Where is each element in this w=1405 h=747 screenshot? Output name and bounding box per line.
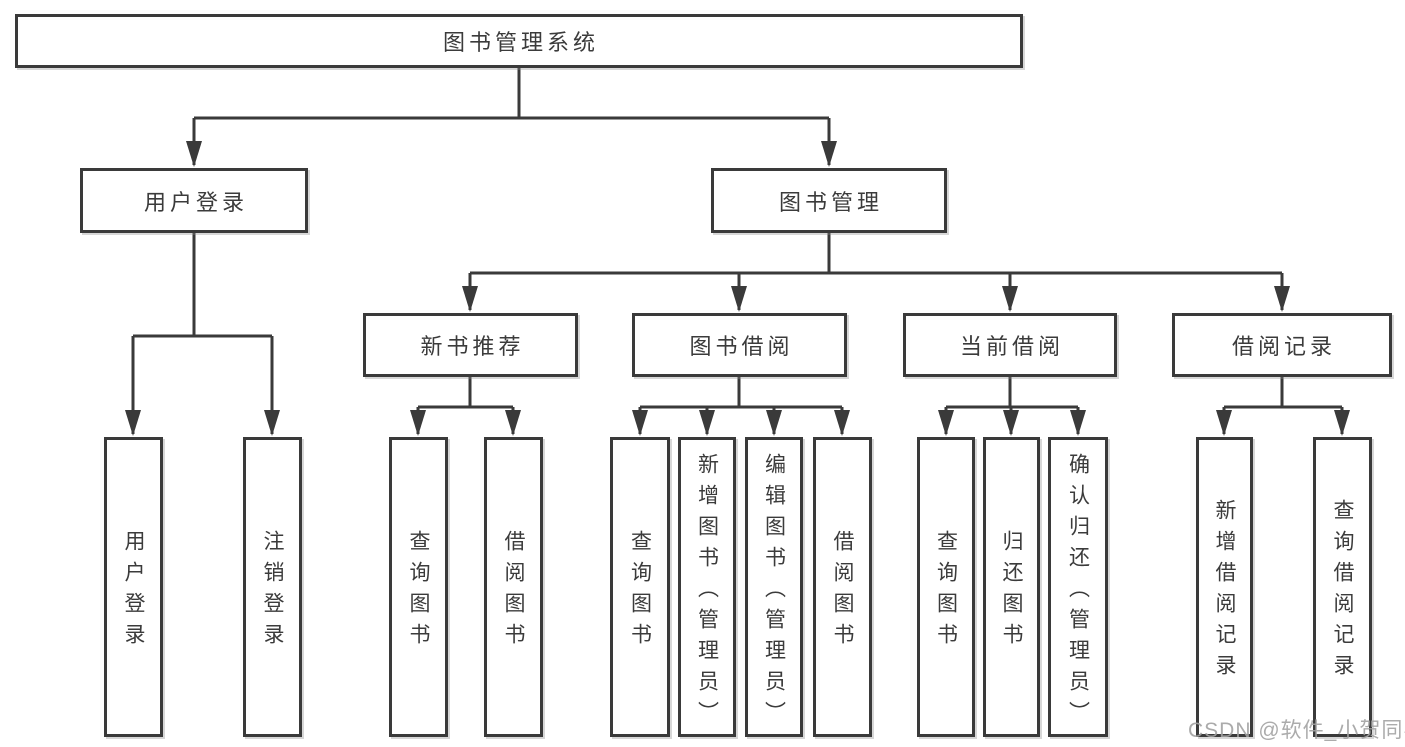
- connector-root: [186, 68, 837, 167]
- node-borrow-books-2: 借阅图书: [813, 437, 872, 737]
- node-query-borrow-record: 查询借阅记录: [1313, 437, 1372, 737]
- node-query-books-3: 查询图书: [917, 437, 975, 737]
- node-confirm-return-admin: 确认归还（管理员）: [1048, 437, 1108, 737]
- node-new-book-recommend: 新书推荐: [363, 313, 578, 377]
- node-user-login-action: 用户登录: [104, 437, 163, 737]
- node-book-management: 图书管理: [711, 168, 947, 233]
- connector-user-login: [125, 233, 280, 436]
- node-library-system: 图书管理系统: [15, 14, 1023, 68]
- watermark-text: CSDN @软件_小贺同学: [1188, 719, 1405, 742]
- connector-book-management: [462, 233, 1290, 312]
- node-query-books-2: 查询图书: [610, 437, 670, 737]
- node-query-books-1: 查询图书: [389, 437, 448, 737]
- node-return-books: 归还图书: [983, 437, 1040, 737]
- node-add-books-admin: 新增图书（管理员）: [678, 437, 736, 737]
- connector-current-borrowing: [938, 377, 1086, 436]
- connector-borrow-records: [1216, 377, 1350, 436]
- node-add-borrow-record: 新增借阅记录: [1196, 437, 1253, 737]
- node-logout: 注销登录: [243, 437, 302, 737]
- node-edit-books-admin: 编辑图书（管理员）: [745, 437, 803, 737]
- node-borrow-books-1: 借阅图书: [484, 437, 543, 737]
- node-borrow-records: 借阅记录: [1172, 313, 1392, 377]
- node-book-borrowing: 图书借阅: [632, 313, 847, 377]
- connector-book-borrowing: [632, 377, 850, 436]
- node-user-login: 用户登录: [80, 168, 308, 233]
- connector-new-book-recommend: [410, 377, 521, 436]
- node-current-borrowing: 当前借阅: [903, 313, 1117, 377]
